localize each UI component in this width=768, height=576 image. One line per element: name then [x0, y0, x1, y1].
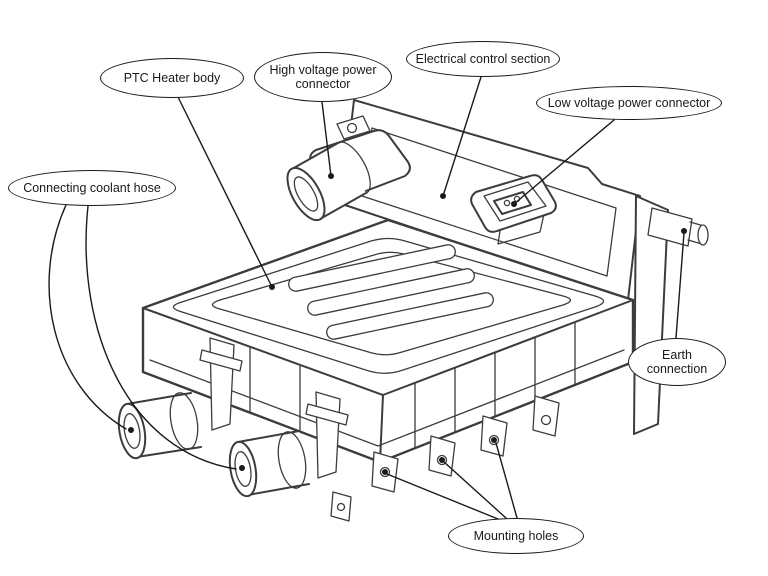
high-voltage-connector — [286, 115, 411, 222]
leader-coolant-hose-1 — [48, 204, 127, 430]
lid-inset-outline — [172, 237, 605, 374]
label-low-voltage-power-connector: Low voltage power connector — [536, 86, 722, 120]
lv-connector-inner — [483, 181, 547, 222]
lv-connector-stem — [497, 213, 545, 245]
leader-mounting-hole-1 — [386, 473, 499, 520]
leader-dot — [491, 437, 497, 443]
left-face-ribs — [249, 346, 301, 432]
earth-stud — [647, 207, 709, 247]
hv-cylinder-edges — [291, 142, 367, 220]
hv-cylinder-bore — [293, 176, 319, 212]
earth-tab — [647, 207, 693, 247]
rib-slot — [326, 292, 494, 340]
label-ptc-heater-body: PTC Heater body — [100, 58, 244, 98]
hv-bolt — [346, 122, 358, 134]
leader-mounting-hole-3 — [495, 442, 518, 519]
label-connecting-coolant-hose: Connecting coolant hose — [8, 170, 176, 206]
leader-lines — [48, 76, 685, 520]
leader-dot — [511, 201, 517, 207]
mounting-tabs — [371, 395, 560, 493]
body-front-edges — [142, 299, 634, 463]
leader-high-voltage-connector — [321, 101, 332, 177]
hv-cylinder-face — [286, 166, 326, 222]
rib-slot — [307, 268, 475, 316]
leader-dot — [269, 284, 275, 290]
earth-stud-face — [697, 224, 709, 246]
leader-dot — [440, 193, 446, 199]
leader-coolant-hose-2 — [85, 205, 237, 470]
leader-low-voltage-connector — [513, 119, 615, 205]
hose-bore — [123, 413, 141, 449]
label-electrical-control-section: Electrical control section — [406, 41, 560, 77]
lower-bracket-tab — [330, 491, 352, 522]
mounting-hole — [379, 466, 391, 478]
leader-dot — [128, 427, 134, 433]
leader-dot — [239, 465, 245, 471]
small-lower-bracket — [330, 491, 352, 522]
leader-electrical-control-section — [442, 76, 482, 197]
coolant-hose-front — [117, 392, 202, 460]
callout-text: Electrical control section — [415, 52, 551, 66]
lv-pin — [503, 199, 511, 207]
label-high-voltage-power-connector: High voltage power connector — [254, 52, 392, 102]
leader-dots — [128, 173, 687, 475]
hose-barrel-edges — [126, 392, 202, 458]
callout-text: Connecting coolant hose — [23, 181, 161, 195]
clamp-cross-tab — [199, 349, 243, 372]
clamp-tower — [209, 337, 235, 431]
label-mounting-holes: Mounting holes — [448, 518, 584, 554]
leader-dot — [328, 173, 334, 179]
hose-clamps — [199, 337, 349, 479]
leader-dot — [681, 228, 687, 234]
leader-dot — [439, 457, 445, 463]
lid-rib-slots — [288, 244, 494, 340]
leader-dot — [382, 469, 388, 475]
leader-ptc-heater-body — [177, 96, 273, 288]
callout-text: PTC Heater body — [123, 71, 221, 85]
callout-text: Earth connection — [646, 348, 708, 376]
mounting-hole — [540, 414, 552, 426]
callout-text: Low voltage power connector — [547, 96, 711, 110]
label-earth-connection: Earth connection — [628, 338, 726, 386]
lower-bracket-hole — [336, 502, 346, 512]
right-face-ribs — [414, 321, 576, 449]
mounting-hole — [488, 434, 500, 446]
clamp-cross-tab — [305, 403, 349, 426]
coolant-hose-rear — [228, 430, 310, 498]
lid-plateau-outline — [211, 251, 572, 356]
leader-mounting-hole-2 — [443, 461, 507, 519]
rib-slot — [288, 244, 456, 292]
mounting-hole — [436, 454, 448, 466]
leader-earth-connection — [675, 232, 685, 339]
lv-connector-socket — [493, 191, 532, 215]
callout-text: Mounting holes — [473, 529, 559, 543]
clamp-tower — [315, 391, 341, 479]
earth-bracket — [633, 195, 709, 435]
hose-bore — [234, 451, 252, 487]
hose-barrel-edges — [237, 430, 310, 496]
hose-collar — [277, 431, 307, 489]
callout-text: High voltage power connector — [269, 63, 377, 91]
